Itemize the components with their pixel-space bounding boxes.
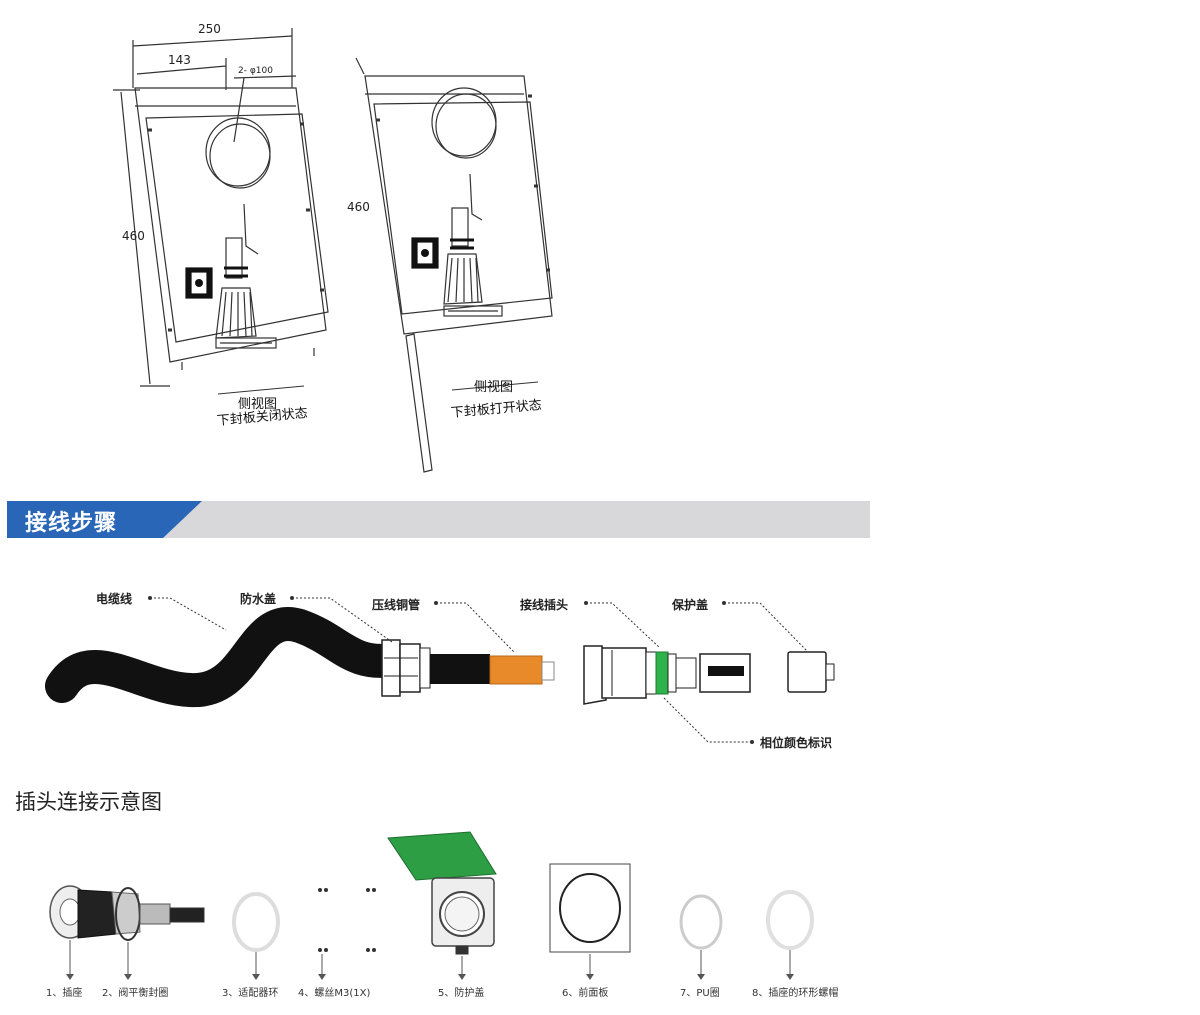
- cable-hole-circle: [205, 117, 271, 187]
- dim-offset-label: 143: [168, 53, 191, 67]
- dim-height-label-right: 460: [347, 200, 370, 214]
- plug-section-title: 插头连接示意图: [15, 790, 162, 814]
- part-label-8: 8、插座的环形螺帽: [752, 988, 839, 999]
- dim-height-label-left: 460: [122, 229, 145, 243]
- plug-exploded-diagram: [49, 831, 814, 980]
- label-crimp-tube: 压线铜管: [372, 598, 421, 612]
- part-adapter-ring: [232, 892, 280, 952]
- cable-body: [45, 607, 409, 708]
- section-header-band: 接线步骤: [7, 501, 870, 538]
- dim-line-460-left: [120, 91, 151, 385]
- caption-top-left: 侧视图: [238, 397, 278, 412]
- part-label-6: 6、前面板: [562, 988, 609, 999]
- label-cable: 电缆线: [96, 592, 133, 606]
- dim-line-hole: [233, 75, 297, 79]
- label-protective-cap: 保护盖: [672, 598, 709, 612]
- part-ring-nut: [766, 890, 814, 950]
- cabinet-outer-frame: [134, 87, 327, 363]
- dim-line-250: [132, 35, 293, 47]
- part-lid: [387, 831, 497, 881]
- cabinet-outer-frame-open: [364, 75, 553, 335]
- sheathed-cable: [430, 654, 490, 684]
- crimp-tube-shape: [489, 655, 543, 685]
- leader-phase: [663, 697, 752, 743]
- protective-cap-shape: [787, 651, 827, 693]
- label-plug-connector: 接线插头: [520, 598, 569, 612]
- plug-connector-shape: [583, 645, 607, 705]
- phase-color-band: [655, 651, 669, 695]
- part-front-panel: [549, 863, 631, 953]
- part-label-7: 7、PU圈: [680, 988, 720, 999]
- dim-hole-label: 2- φ100: [238, 66, 273, 76]
- open-bottom-plate: [405, 333, 433, 473]
- cabinet-open-drawing: [355, 57, 553, 473]
- section-header-accent: [7, 501, 202, 538]
- leader-cable: [150, 597, 227, 631]
- leader-cap: [724, 602, 809, 653]
- leader-waterproof: [292, 597, 393, 643]
- label-phase-color: 相位颜色标识: [760, 736, 833, 750]
- part-label-3: 3、适配器环: [222, 988, 279, 999]
- part-label-5: 5、防护盖: [438, 988, 485, 999]
- part-label-4: 4、螺丝M3(1X): [298, 988, 371, 999]
- caption-top-right: 侧视图: [474, 380, 514, 395]
- part-label-2: 2、阀平衡封圈: [102, 988, 169, 999]
- dim-line-143: [136, 65, 227, 75]
- section-title-wiring: 接线步骤: [25, 511, 118, 536]
- caption-divider-left: [217, 385, 305, 395]
- leader-plug: [586, 602, 661, 649]
- waterproof-cap-shape: [381, 639, 401, 697]
- part-screws: [318, 888, 376, 952]
- label-waterproof-cap: 防水盖: [240, 592, 277, 606]
- leader-crimp: [436, 602, 515, 653]
- part-pu-ring: [679, 894, 723, 950]
- dim-width-label: 250: [198, 22, 221, 36]
- caption-divider-right: [451, 381, 539, 391]
- wiring-step-diagram: [45, 596, 835, 744]
- cabinet-closed-drawing: [113, 28, 329, 387]
- part-label-1: 1、插座: [46, 988, 83, 999]
